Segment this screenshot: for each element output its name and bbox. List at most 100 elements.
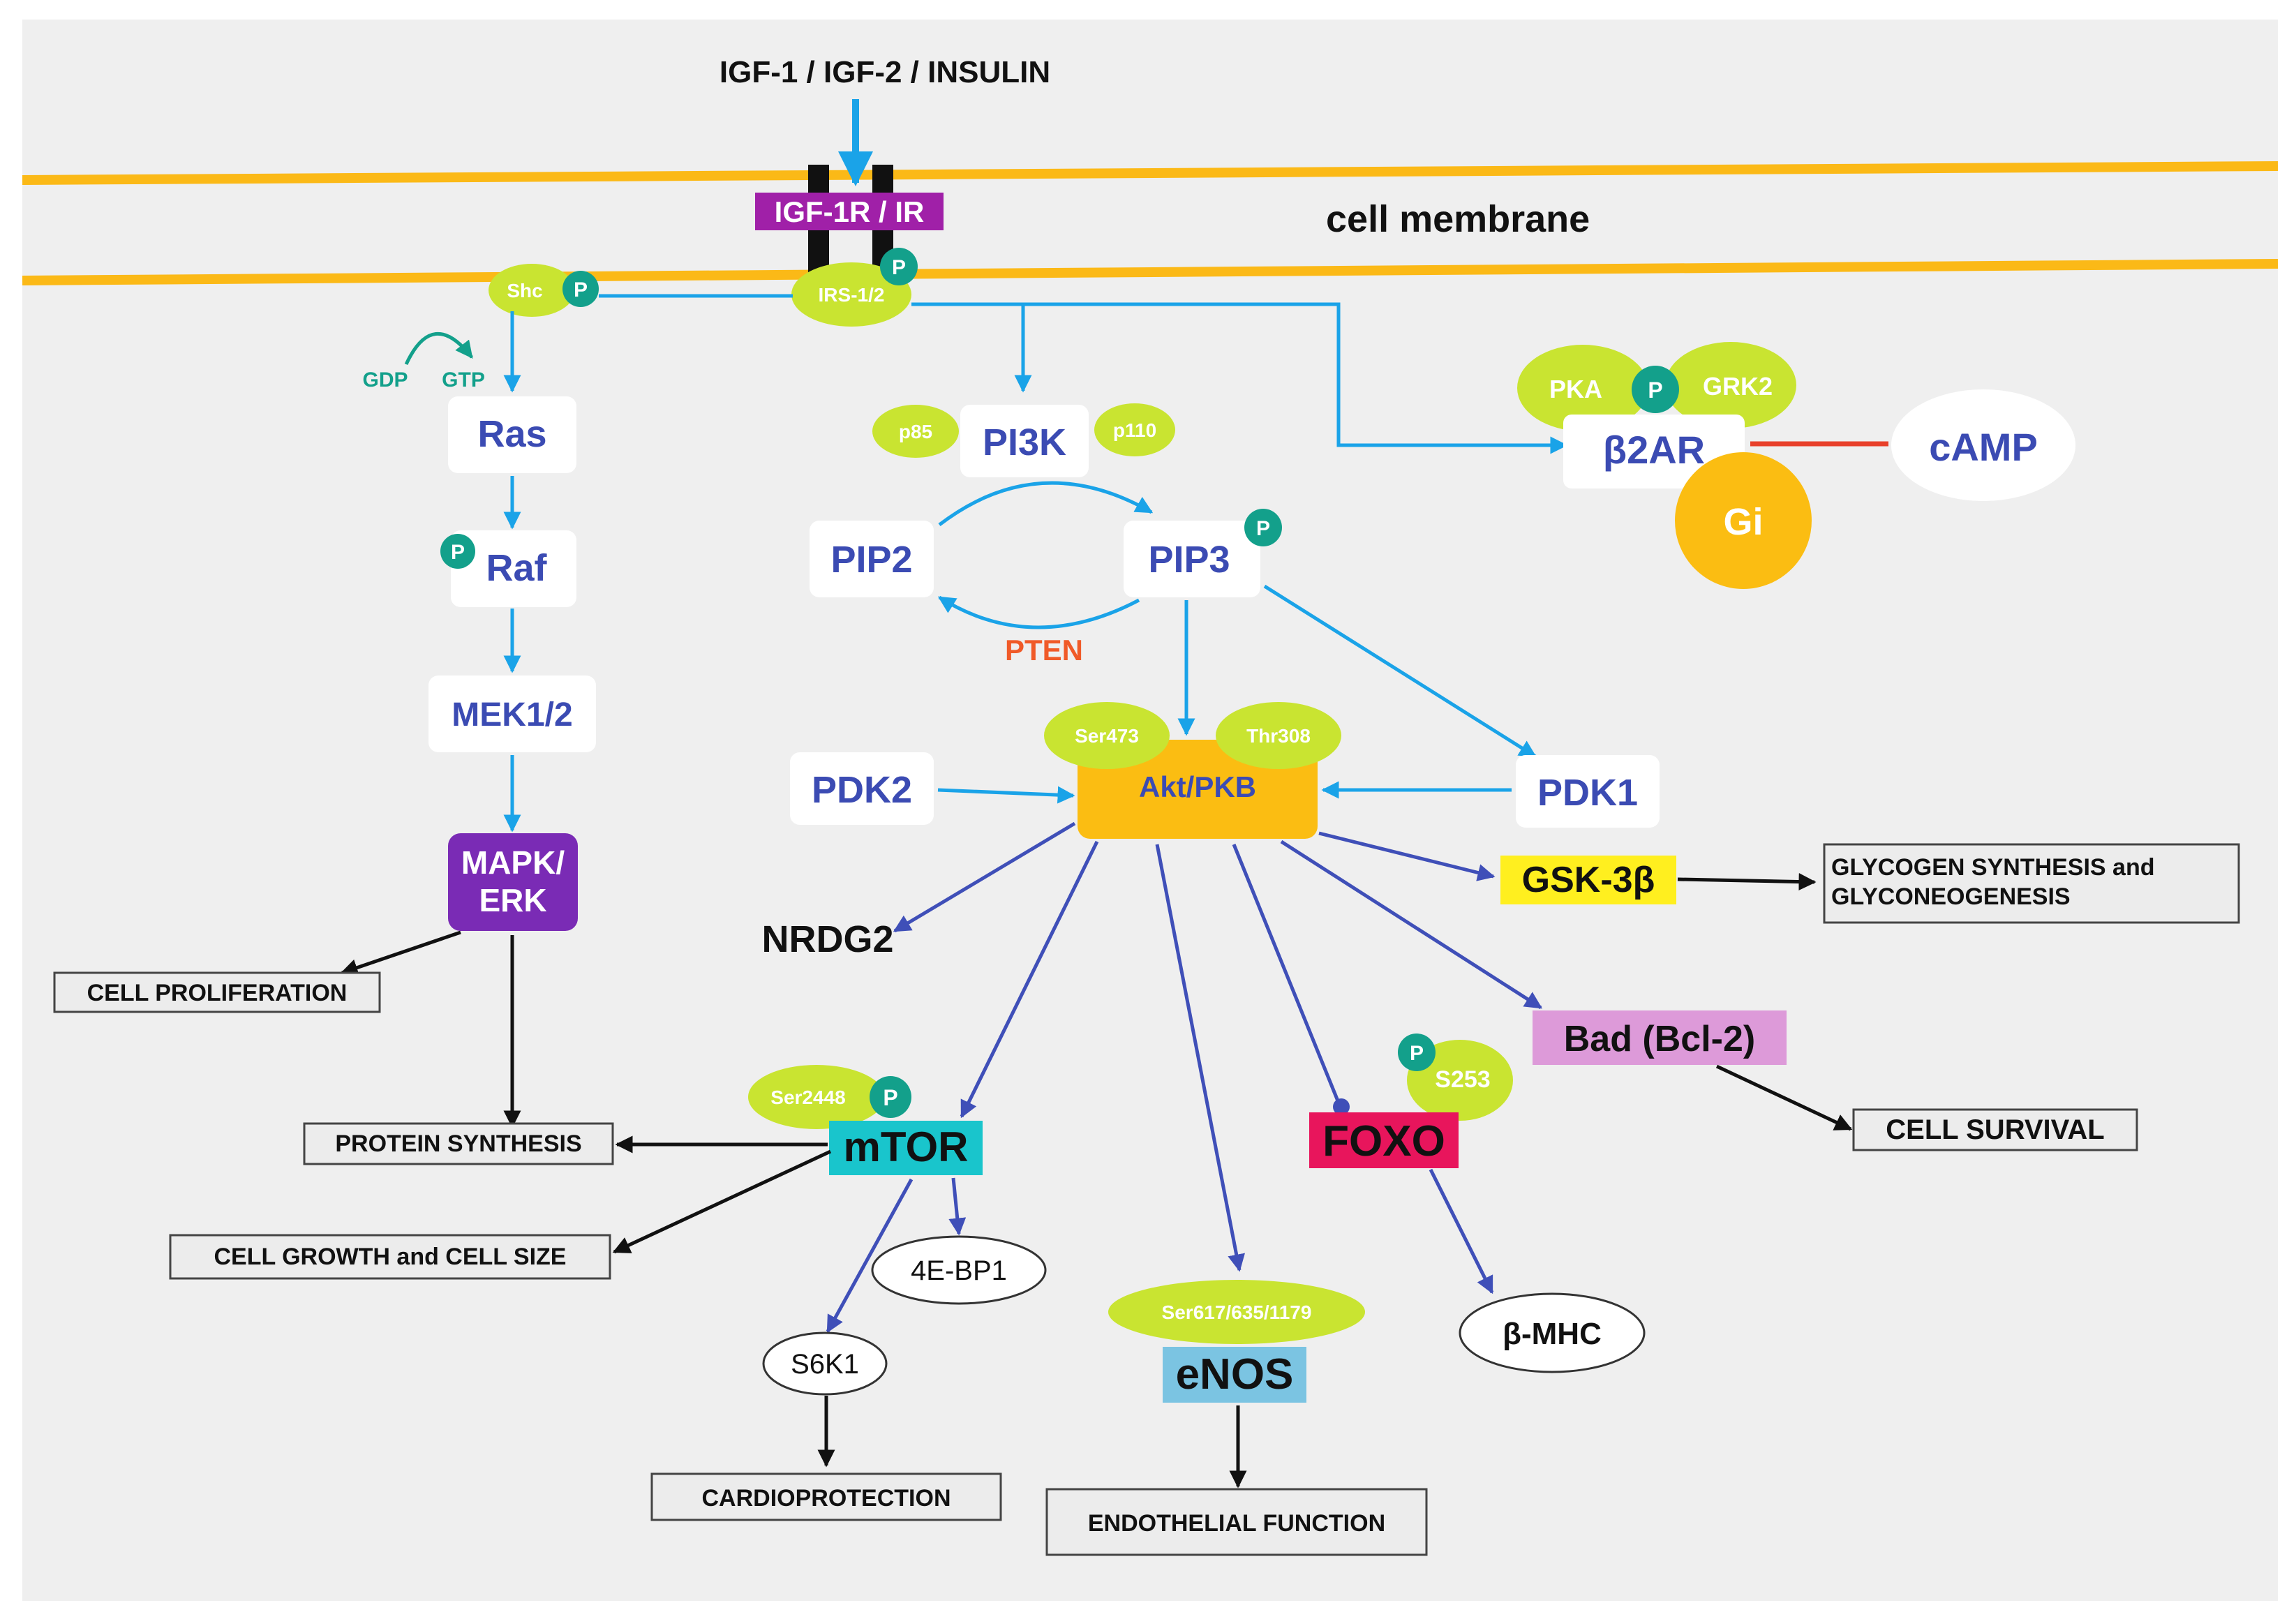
- pip2-box: [810, 521, 934, 597]
- mtor-phospho-icon: [870, 1076, 911, 1118]
- akt-to-gsk-arrow: [1318, 831, 1496, 881]
- mtor-phospho-label: P: [883, 1085, 897, 1110]
- foxo-label: FOXO: [1322, 1117, 1445, 1165]
- 4ebp1-label: 4E-BP1: [911, 1255, 1007, 1286]
- s253-label: S253: [1435, 1066, 1490, 1093]
- protein-synthesis-box: [303, 1122, 614, 1165]
- b2ar-phospho-icon: [1632, 366, 1679, 413]
- pi3k-label: PI3K: [983, 421, 1066, 463]
- ser473-label: Ser473: [1075, 725, 1139, 747]
- gi-label: Gi: [1723, 501, 1763, 543]
- b2ar-label: β2AR: [1603, 428, 1705, 472]
- mapk-to-proliferation-arrow: [340, 930, 461, 976]
- foxo-phospho-icon: [1398, 1034, 1436, 1071]
- mtor-to-4ebp1-arrow: [948, 1177, 967, 1236]
- p85-node: [872, 405, 959, 458]
- ras-label: Ras: [477, 413, 546, 455]
- receptor-label: IGF-1R / IR: [775, 195, 925, 228]
- pdk2-to-akt-arrow: [937, 786, 1075, 804]
- shc-phospho-icon: [562, 271, 599, 307]
- raf-phospho-icon: [440, 534, 475, 569]
- gsk-to-glycogen-arrow: [1677, 873, 1817, 891]
- bad-box: [1533, 1010, 1787, 1065]
- foxo-box: [1309, 1112, 1459, 1168]
- irs-node: [791, 262, 911, 327]
- bmhc-node: [1459, 1292, 1646, 1373]
- akt-to-enos-arrow: [1155, 844, 1245, 1272]
- grk2-node: [1665, 342, 1796, 428]
- s6k1-node: [762, 1331, 888, 1396]
- irs-label: IRS-1/2: [819, 284, 885, 306]
- irs-phospho-icon: [880, 248, 918, 285]
- endothelial-label: ENDOTHELIAL FUNCTION: [1088, 1510, 1385, 1537]
- cell-growth-box: [169, 1234, 611, 1280]
- bad-to-survival-arrow: [1715, 1064, 1853, 1131]
- membrane-top-line: [22, 161, 2279, 185]
- shc-phospho-label: P: [574, 278, 588, 301]
- glycogen-label-line1: GLYCOGEN SYNTHESIS and: [1831, 854, 2155, 881]
- mapk-label-line2: ERK: [479, 882, 546, 918]
- pip3-to-pip2-arrow: [937, 595, 1140, 629]
- grk2-label: GRK2: [1703, 372, 1773, 401]
- membrane-bottom-line: [22, 259, 2279, 285]
- mapk-label-line1: MAPK/: [461, 844, 565, 881]
- cell-proliferation-box: [53, 971, 381, 1013]
- p110-label: p110: [1113, 419, 1156, 441]
- pip3-to-pdk1-arrow: [1263, 584, 1537, 759]
- protein-synthesis-label: PROTEIN SYNTHESIS: [335, 1131, 581, 1157]
- p85-label: p85: [899, 421, 932, 442]
- pip3-label: PIP3: [1148, 539, 1230, 581]
- p110-node: [1094, 403, 1175, 456]
- ser473-node: [1044, 702, 1170, 769]
- shc-label: Shc: [507, 280, 542, 301]
- mek-box: [428, 676, 596, 752]
- akt-to-bad-arrow: [1280, 840, 1543, 1010]
- cardioprotection-box: [650, 1472, 1002, 1521]
- mtor-to-cell-growth-arrow: [612, 1149, 832, 1254]
- mek-label: MEK1/2: [452, 696, 572, 733]
- cell-proliferation-label: CELL PROLIFERATION: [87, 980, 348, 1006]
- cardioprotection-label: CARDIOPROTECTION: [702, 1485, 951, 1512]
- gsk-box: [1500, 856, 1676, 904]
- irs-phospho-label: P: [892, 256, 906, 279]
- pip3-phospho-label: P: [1256, 517, 1270, 540]
- foxo-phospho-label: P: [1410, 1042, 1424, 1065]
- foxo-to-bmhc-arrow: [1429, 1168, 1494, 1295]
- membrane-label: cell membrane: [1326, 198, 1590, 240]
- irs-to-b2ar-connector: [1023, 302, 1568, 454]
- ser2448-node: [748, 1065, 885, 1129]
- s6k1-label: S6K1: [791, 1349, 859, 1380]
- gdp-label: GDP: [362, 368, 408, 391]
- gdp-gtp-arrow: [404, 331, 473, 366]
- b2ar-phospho-label: P: [1648, 378, 1662, 403]
- pip2-label: PIP2: [830, 539, 912, 581]
- pten-label: PTEN: [1005, 634, 1083, 666]
- receptor-label-box: [755, 193, 944, 230]
- gi-node: [1675, 452, 1812, 589]
- pi3k-box: [960, 405, 1089, 477]
- gtp-label: GTP: [442, 368, 485, 391]
- raf-label: Raf: [486, 547, 547, 589]
- akt-to-foxo-inhibit: [1232, 844, 1341, 1103]
- pdk1-box: [1516, 755, 1660, 828]
- cell-survival-label: CELL SURVIVAL: [1886, 1114, 2104, 1145]
- ras-box: [448, 396, 576, 473]
- shc-node: [489, 264, 575, 317]
- mapk-box: [448, 833, 578, 931]
- camp-label: cAMP: [1929, 425, 2038, 469]
- akt-to-mtor-arrow: [960, 840, 1099, 1119]
- gsk-label: GSK-3β: [1522, 860, 1655, 900]
- mtor-label: mTOR: [844, 1124, 969, 1170]
- raf-box: [451, 530, 576, 607]
- akt-label: Akt/PKB: [1139, 770, 1256, 803]
- thr308-node: [1216, 702, 1341, 769]
- cell-survival-box: [1852, 1108, 2138, 1151]
- cell-growth-label: CELL GROWTH and CELL SIZE: [214, 1244, 567, 1270]
- pip3-phospho-icon: [1244, 509, 1282, 546]
- foxo-inhibit-dot: [1333, 1098, 1350, 1115]
- raf-phospho-label: P: [451, 541, 465, 564]
- enos-label: eNOS: [1176, 1350, 1294, 1398]
- mtor-to-s6k1-arrow: [826, 1178, 914, 1334]
- pdk2-label: PDK2: [812, 769, 912, 811]
- ser617-label: Ser617/635/1179: [1162, 1301, 1312, 1323]
